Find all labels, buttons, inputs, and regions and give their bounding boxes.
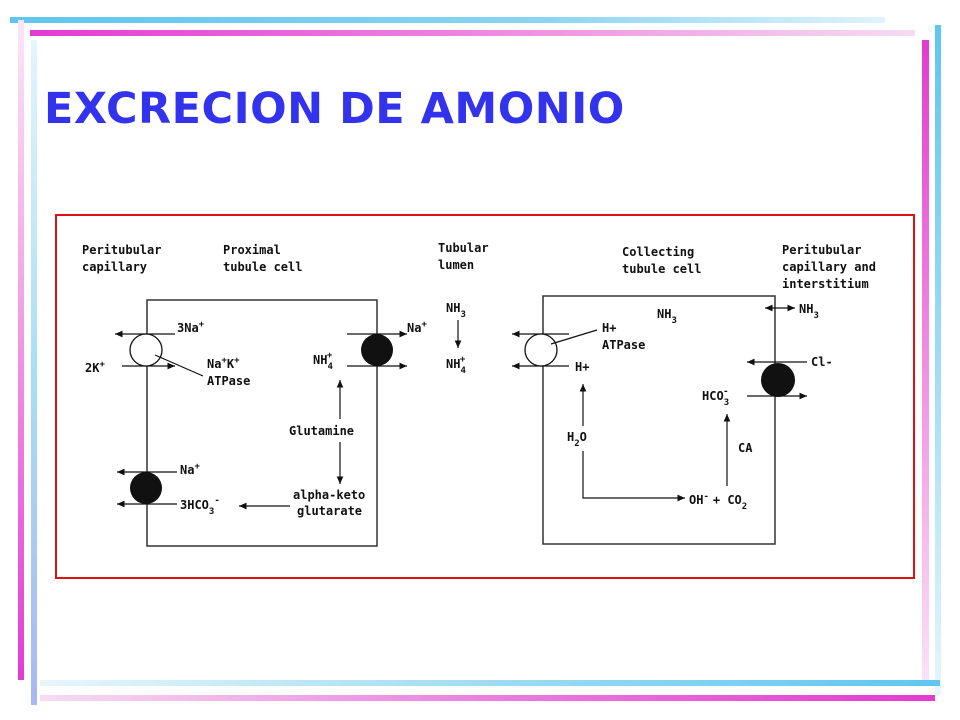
- header-peritubular-right-line2: capillary and: [782, 260, 876, 274]
- label-nh4-lumen: NH4+: [446, 355, 466, 376]
- header-collecting-line2: tubule cell: [622, 262, 701, 276]
- header-lumen-line2: lumen: [438, 258, 474, 272]
- right-cyan-bar: [935, 25, 941, 695]
- label-nh3-lumen: NH3: [446, 301, 466, 320]
- bottom-cyan-bar: [40, 680, 940, 686]
- na-k-atpase-pump: [129, 333, 163, 367]
- label-h-atpase-line2: ATPase: [602, 338, 645, 352]
- header-peritubular-left-line2: capillary: [82, 260, 147, 274]
- left-magenta-bar: [18, 20, 24, 680]
- label-3na: 3Na+: [177, 320, 205, 335]
- left-cyan-bar: [31, 40, 37, 705]
- label-oh-co2: OH-+ CO2: [689, 492, 747, 512]
- collecting-cell-outline: [542, 295, 776, 545]
- diagram-canvas: Peritubular capillary Proximal tubule ce…: [82, 241, 876, 547]
- label-h2o: H2O: [567, 430, 587, 449]
- label-alpha-keto-line1: alpha-keto: [293, 488, 365, 502]
- label-na-basolateral: Na+: [180, 462, 200, 477]
- label-nh3-collecting: NH3: [657, 307, 677, 326]
- label-glutamine: Glutamine: [289, 424, 354, 438]
- label-na-luminal: Na+: [407, 320, 427, 335]
- na-nh4-exchanger: [361, 334, 393, 366]
- label-cl: Cl-: [811, 355, 833, 369]
- arrow-h2o-to-oh: [582, 451, 685, 502]
- header-collecting-line1: Collecting: [622, 245, 694, 259]
- label-ca: CA: [738, 441, 753, 455]
- slide-title: EXCRECION DE AMONIO: [44, 84, 625, 134]
- header-peritubular-left-line1: Peritubular: [82, 243, 161, 257]
- header-lumen-line1: Tubular: [438, 241, 489, 255]
- label-h-atpase-line1: H+: [602, 321, 616, 335]
- proximal-cell-outline: [146, 299, 378, 547]
- header-peritubular-right-line3: interstitium: [782, 277, 869, 291]
- cl-hco3-exchanger: [761, 363, 795, 397]
- label-3hco3: 3HCO3-: [180, 496, 220, 517]
- ammonium-excretion-diagram: Peritubular capillary Proximal tubule ce…: [55, 214, 915, 579]
- header-peritubular-right-line1: Peritubular: [782, 243, 861, 257]
- h-atpase-pointer-line: [550, 329, 598, 345]
- label-nh3-interstitium: NH3: [799, 302, 819, 321]
- label-2k: 2K+: [85, 360, 105, 375]
- label-alpha-keto-line2: glutarate: [297, 504, 362, 518]
- right-magenta-bar: [922, 40, 929, 680]
- label-hco3-collecting: HCO3-: [702, 387, 729, 408]
- label-nh4-proximal: NH4+: [313, 351, 333, 372]
- atpase-pointer-line: [154, 354, 204, 377]
- label-na-k-atpase-line1: Na+K+: [207, 356, 240, 371]
- top-magenta-bar: [30, 30, 915, 36]
- h-atpase-pump: [524, 333, 558, 367]
- label-h-lower: H+: [575, 360, 589, 374]
- na-hco3-cotransporter: [130, 472, 162, 504]
- bottom-magenta-bar: [40, 695, 935, 701]
- label-na-k-atpase-line2: ATPase: [207, 374, 250, 388]
- top-cyan-bar: [10, 17, 885, 23]
- header-proximal-line2: tubule cell: [223, 260, 302, 274]
- header-proximal-line1: Proximal: [223, 243, 281, 257]
